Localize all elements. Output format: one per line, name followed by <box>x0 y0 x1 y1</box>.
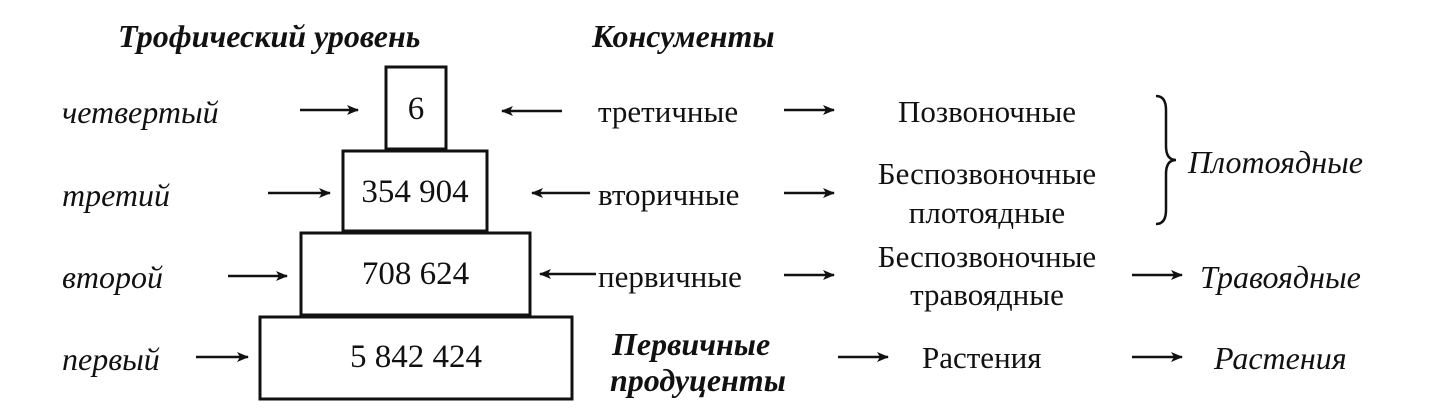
group-herbivores: Травоядные <box>1200 259 1361 295</box>
organism-invertebrates-carnivore-line-1: Беспозвоночные <box>877 156 1097 191</box>
carnivores-brace <box>1155 94 1177 226</box>
count-fourth: 6 <box>407 91 425 127</box>
level-name-fourth: четвертый <box>62 94 219 130</box>
organism-invertebrates-herbivore-line-2: травоядные <box>910 277 1064 312</box>
pyramid-block-first <box>258 315 574 401</box>
pyramid-block-fourth <box>384 65 448 151</box>
count-second: 708 624 <box>361 256 470 292</box>
count-third: 354 904 <box>361 174 469 210</box>
organism-invertebrates-herbivore-line-1: Беспозвоночные <box>877 239 1097 274</box>
level-name-second: второй <box>62 259 163 295</box>
level-name-first: первый <box>62 341 160 377</box>
organism-vertebrates: Позвоночные <box>897 94 1077 129</box>
group-plants: Растения <box>1214 340 1347 376</box>
pyramid-block-third <box>341 149 489 233</box>
header-consumers: Консументы <box>592 18 775 54</box>
level-name-third: третий <box>62 177 170 213</box>
producers-line-1: Первичные <box>612 326 771 362</box>
organism-plants: Растения <box>922 340 1042 375</box>
pyramid-block-second <box>299 231 532 317</box>
group-carnivores: Плотоядные <box>1188 144 1363 180</box>
consumer-primary: первичные <box>598 259 742 294</box>
count-first: 5 842 424 <box>350 339 482 375</box>
header-trophic-level: Трофический уровень <box>118 18 421 54</box>
organism-invertebrates-carnivore-line-2: плотоядные <box>908 195 1066 230</box>
consumer-secondary: вторичные <box>598 177 740 212</box>
producers-line-2: продуценты <box>610 362 786 398</box>
consumer-tertiary: третичные <box>598 94 739 129</box>
